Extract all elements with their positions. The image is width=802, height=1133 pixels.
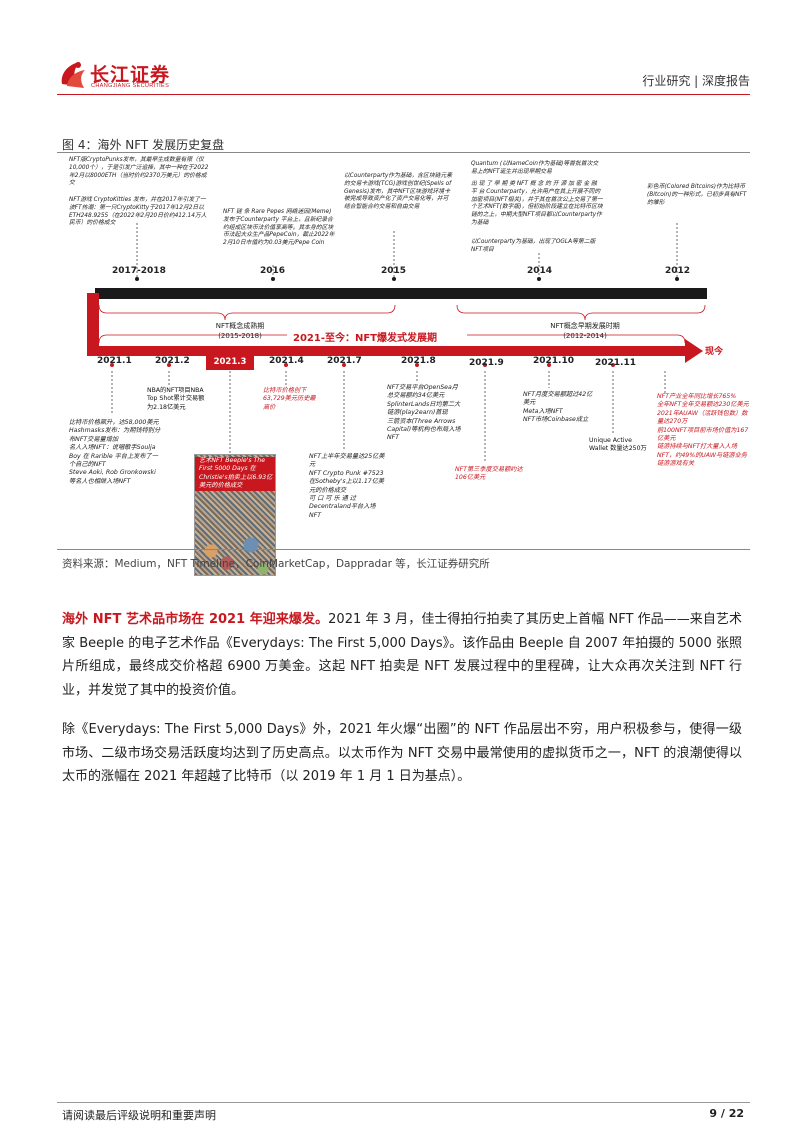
figure-top-rule bbox=[57, 152, 750, 153]
note-2015-spells-of-genesis: 以Counterparty作为基础，含区块链元素的交易卡游戏(TCG)游戏创世纪… bbox=[344, 173, 453, 211]
note-2021-10: NFT月度交易额超过42亿美元 Meta入场NFT NFT市场Coinbase成… bbox=[523, 391, 593, 424]
note-2016-rare-pepes: NFT 链 条 Rare Pepes 网络迷因(Meme)发布于Counterp… bbox=[223, 209, 335, 247]
phase-early: NFT概念早期发展时期 (2012-2014) bbox=[550, 322, 620, 340]
timeline-connector bbox=[87, 293, 99, 355]
year-2017-2018: 2017-2018 bbox=[112, 266, 166, 276]
note-2017-cryptokitties: NFT游戏 CryptoKitties 发布，并在2017年引发了一波FT热潮：… bbox=[69, 197, 207, 227]
page-number: 9 / 22 bbox=[709, 1107, 744, 1120]
year-2021-1: 2021.1 bbox=[97, 356, 132, 366]
year-2021-8: 2021.8 bbox=[401, 356, 436, 366]
footer-disclaimer: 请阅读最后评级说明和重要声明 bbox=[62, 1109, 216, 1122]
note-2021-1: 比特币价格飙升，达58,000美元 Hashmasks发布：为期钱特别分布NFT… bbox=[69, 419, 161, 485]
figure-bottom-rule bbox=[57, 549, 750, 550]
logo-name: 长江证券 bbox=[90, 64, 171, 86]
logo-mark-icon bbox=[61, 62, 85, 88]
note-2012-colored-coins: 彩色币(Colored Bitcoins)作为比特币(Bitcoin)的一种形式… bbox=[647, 184, 747, 206]
logo-subtitle: CHANGJIANG SECURITIES bbox=[91, 83, 170, 89]
year-2021-4: 2021.4 bbox=[269, 356, 304, 366]
paragraph-2: 除《Everydays: The First 5,000 Days》外，2021… bbox=[62, 722, 742, 785]
year-2016: 2016 bbox=[260, 266, 286, 276]
year-2021-11: 2021.11 bbox=[595, 358, 636, 368]
beeple-artwork-image: 艺术NFT Beeple's The First 5000 Days 在Chri… bbox=[194, 454, 276, 576]
note-2021-2: NBA的NFT项目NBA Top Shot累计交易额为2.18亿美元 bbox=[147, 387, 205, 411]
year-2021-10: 2021.10 bbox=[533, 356, 574, 366]
paragraph-1-body: 2021 年 3 月，佳士得拍行拍卖了其历史上首幅 NFT 作品——来自艺术家 … bbox=[62, 612, 742, 698]
year-2021-3-highlight: 2021.3 bbox=[206, 355, 254, 370]
note-2021-9: NFT第三季度交易额约达106亿美元 bbox=[455, 466, 523, 482]
figure-title: 图 4：海外 NFT 发展历史复盘 bbox=[62, 138, 225, 152]
phase-mature: NFT概念成熟期 (2015-2018) bbox=[215, 322, 265, 340]
header-divider bbox=[57, 94, 750, 95]
year-2014: 2014 bbox=[527, 266, 553, 276]
report-type: 行业研究 | 深度报告 bbox=[642, 74, 750, 88]
paragraph-1: 海外 NFT 艺术品市场在 2021 年迎来爆发。2021 年 3 月，佳士得拍… bbox=[62, 608, 742, 702]
nft-history-timeline: NFT版CryptoPunks发布，其最早生成数量有限（仅10,000个），于是… bbox=[57, 153, 750, 576]
note-2014-quantum: Quantum (以NameCoin作为基础)等首批首次交易上的NFT诞生并出现… bbox=[471, 161, 599, 175]
note-2017-cryptopunks: NFT版CryptoPunks发布，其最早生成数量有限（仅10,000个），于是… bbox=[69, 157, 209, 187]
upper-timeline-bar bbox=[95, 288, 707, 299]
note-2021-3: 艺术NFT Beeple's The First 5000 Days 在Chri… bbox=[195, 457, 275, 491]
year-2021-7: 2021.7 bbox=[327, 356, 362, 366]
figure-source: 资料来源：Medium，NFT Timeline，CoinMarketCap，D… bbox=[62, 558, 490, 570]
paragraph-1-lead: 海外 NFT 艺术品市场在 2021 年迎来爆发。 bbox=[62, 612, 329, 627]
year-2012: 2012 bbox=[665, 266, 691, 276]
note-2021-4: 比特币价格创下63,729美元历史最高价 bbox=[263, 387, 316, 411]
year-2015: 2015 bbox=[381, 266, 407, 276]
footer-divider bbox=[57, 1102, 750, 1103]
year-2021-2: 2021.2 bbox=[155, 356, 190, 366]
now-label: 现今 bbox=[705, 347, 724, 357]
period-title: 2021-至今：NFT爆发式发展期 bbox=[293, 333, 438, 344]
lower-timeline-bar bbox=[87, 346, 687, 356]
note-2021-11: Unique Active Wallet 数量达250万 bbox=[589, 437, 647, 453]
note-2021-7: NFT上半年交易量达25亿美元 NFT Crypto Punk #7523在So… bbox=[309, 453, 385, 519]
company-logo: 长江证券 CHANGJIANG SECURITIES bbox=[58, 58, 170, 98]
note-2014-counterparty: 出 现 了 早 期 类 NFT 概 念 的 开 源 加 密 金 融 平 台 Co… bbox=[471, 181, 603, 226]
note-2014-ogla: 以Counterparty为基础，出现了OGLA等第二版NFT项目 bbox=[471, 239, 596, 253]
timeline-graphics bbox=[87, 223, 707, 463]
now-arrow-icon bbox=[685, 339, 703, 363]
note-2021-8: NFT交易平台OpenSea月总交易额约34亿美元 SplinterLands日… bbox=[387, 384, 461, 442]
note-now: NFT产业全年同比增长765% 全年NFT全年交易额达230亿美元 2021年A… bbox=[657, 393, 749, 468]
year-2021-9: 2021.9 bbox=[469, 358, 504, 368]
